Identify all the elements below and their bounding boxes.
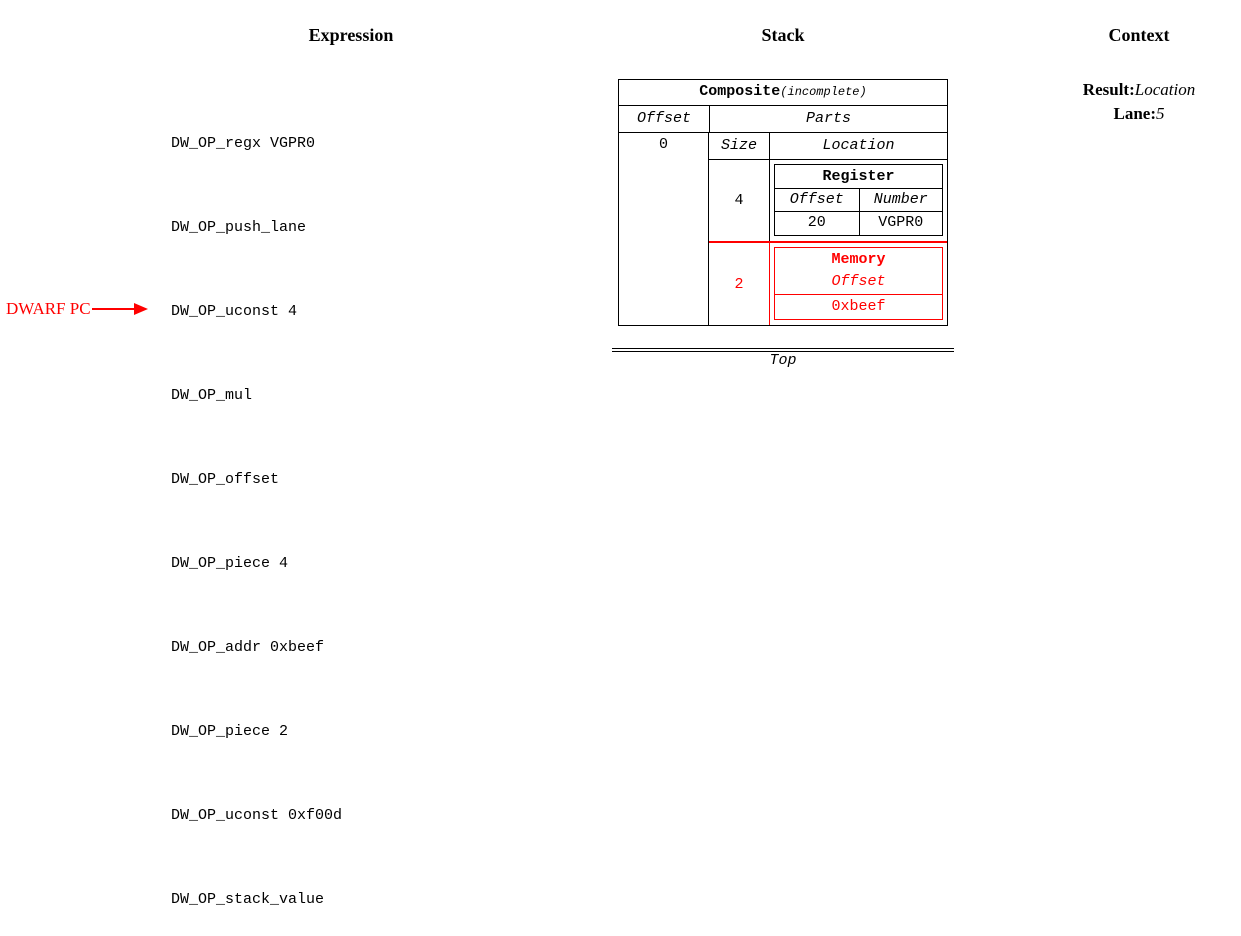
stack-entry-qualifier: (incomplete) [780, 85, 867, 99]
stack-entry-offset-value: 0 [619, 133, 709, 325]
part-size: 4 [734, 192, 744, 209]
column-header-size: Size [720, 137, 757, 154]
expression-operation: DW_OP_mul [171, 387, 253, 404]
dwarf-pc-label: DWARF PC [6, 299, 91, 318]
register-location-headers: Offset Number [775, 189, 942, 211]
expression-operation: DW_OP_piece 4 [171, 555, 289, 572]
context-field-label: Result: [1082, 80, 1135, 99]
register-column-header-offset: Offset [789, 191, 844, 208]
column-header-offset: Offset [619, 106, 709, 133]
dwarf-pc-marker: DWARF PC [6, 298, 150, 320]
context-field-lane: Lane:5 [1018, 102, 1241, 126]
part-size: 2 [734, 275, 744, 293]
register-location-title: Register [775, 165, 942, 189]
context-field-label: Lane: [1113, 104, 1157, 123]
stack-entry-kind: Composite [699, 83, 781, 100]
expression-operation: DW_OP_push_lane [171, 219, 307, 236]
memory-column-header-offset: Offset [831, 273, 886, 290]
column-header-parts: Parts [709, 106, 947, 133]
register-column-header-number: Number [858, 189, 943, 211]
expression-operation: DW_OP_stack_value [171, 891, 325, 908]
stack-part-row: 4 Register Offset Number 20 VGPR0 [709, 160, 947, 242]
stack-top-divider [612, 348, 954, 352]
expression-operation: DW_OP_offset [171, 471, 280, 488]
expression-operation: DW_OP_uconst 4 [171, 303, 298, 320]
memory-location-title: Memory [831, 251, 886, 268]
page-title-context: Context [1108, 25, 1170, 45]
memory-location-table: Memory Offset 0xbeef [774, 247, 943, 320]
page-title-expression: Expression [308, 25, 394, 45]
register-offset-value: 20 [807, 214, 826, 231]
expression-operation: DW_OP_addr 0xbeef [171, 639, 325, 656]
column-header-location: Location [769, 133, 947, 159]
page-title-stack: Stack [761, 25, 805, 45]
arrow-right-icon [91, 303, 150, 315]
stack-entry-table: Composite(incomplete) Offset Parts 0 Siz… [618, 79, 948, 326]
expression-operation-current: DW_OP_uconst 0xf00d [171, 807, 343, 824]
stack-header-row-1: Offset Parts [619, 106, 947, 133]
part-location-cell: Register Offset Number 20 VGPR0 [769, 160, 947, 241]
stack-top-caption: Top [769, 352, 797, 369]
context-field-value: 5 [1156, 104, 1165, 123]
expression-operation: DW_OP_regx VGPR0 [171, 135, 316, 152]
context-field-value: Location [1134, 80, 1196, 99]
context-block: Result:Location Lane:5 [1018, 78, 1241, 126]
stack-body: 0 Size Location 4 Register Offset Number [619, 133, 947, 325]
parts-column: Size Location 4 Register Offset Number 2… [709, 133, 947, 325]
memory-offset-value: 0xbeef [775, 294, 942, 319]
expression-operation-list: DW_OP_regx VGPR0 DW_OP_push_lane DW_OP_u… [171, 74, 342, 936]
parts-header-row: Size Location [709, 133, 947, 160]
context-field-result: Result:Location [1018, 78, 1241, 102]
stack-entry-kind-header: Composite(incomplete) [619, 80, 947, 106]
stack-part-row-active: 2 Memory Offset 0xbeef [709, 242, 947, 325]
register-location-table: Register Offset Number 20 VGPR0 [774, 164, 943, 236]
register-number-value: VGPR0 [858, 212, 943, 235]
expression-operation: DW_OP_piece 2 [171, 723, 289, 740]
register-location-values: 20 VGPR0 [775, 211, 942, 235]
part-location-cell: Memory Offset 0xbeef [769, 243, 947, 325]
